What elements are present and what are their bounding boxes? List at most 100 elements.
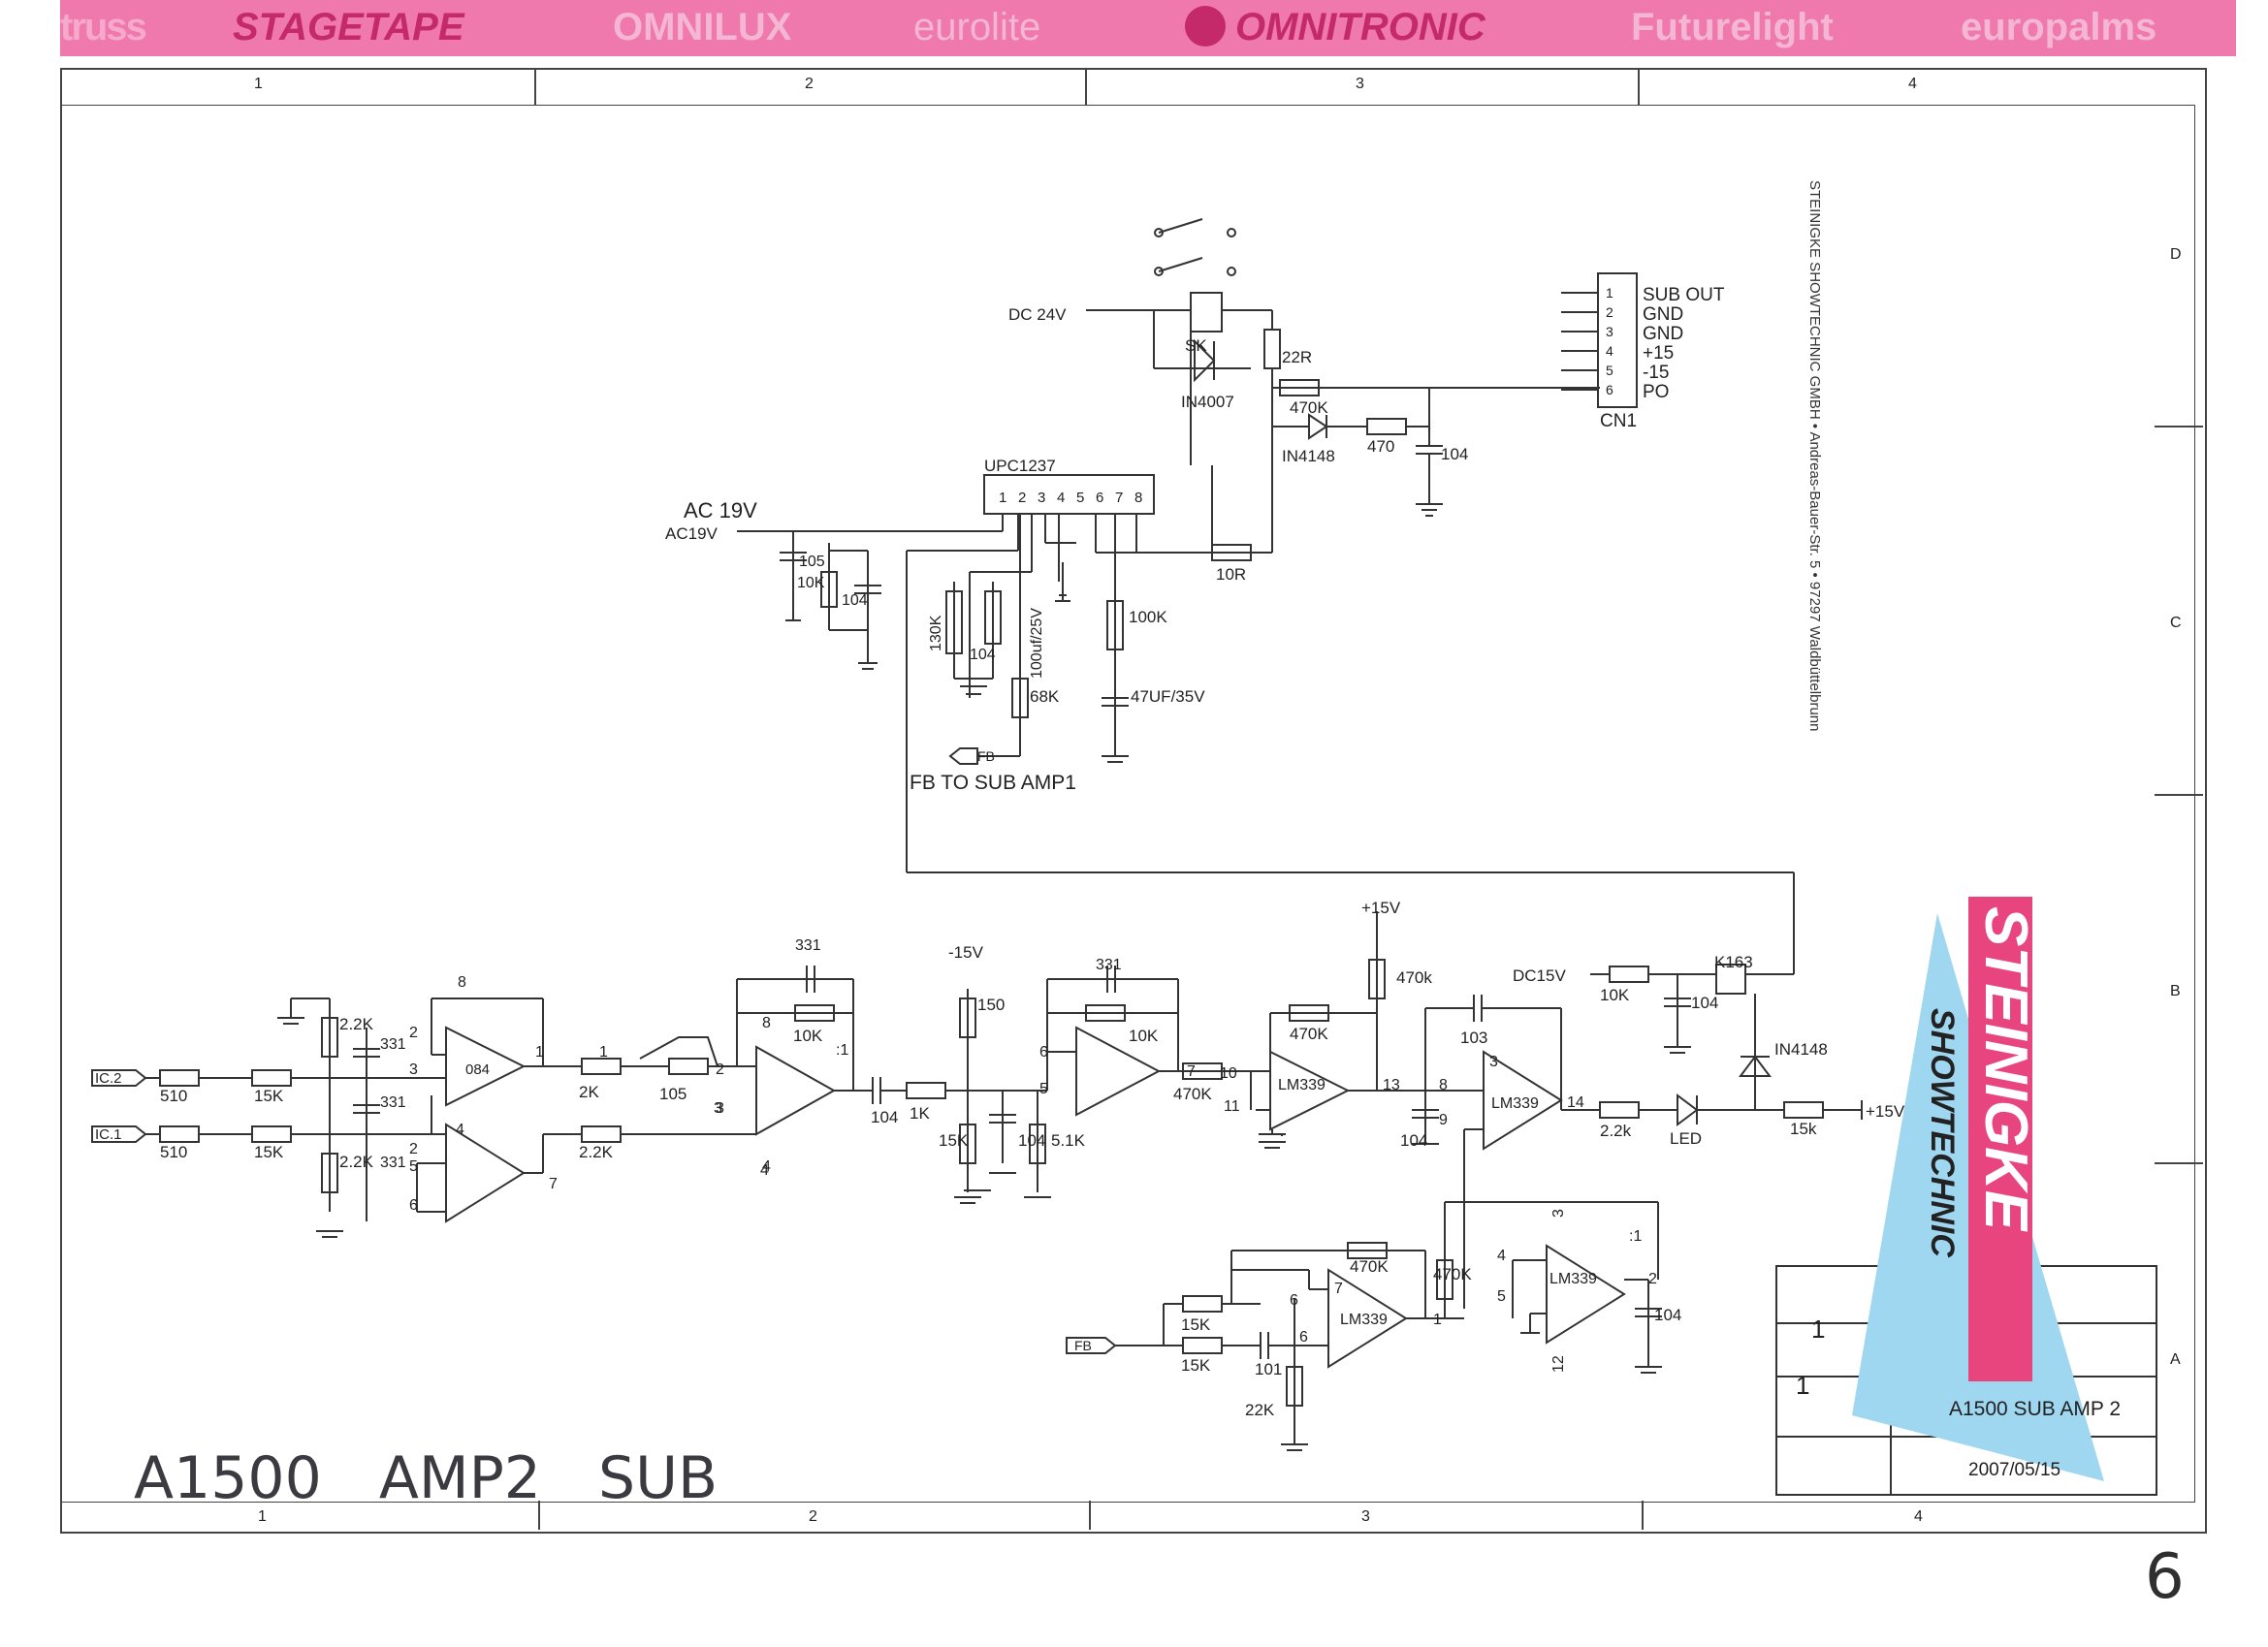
pin-number-16: 6 [409, 1197, 418, 1214]
diode-in4148-sig-label: IN4148 [1774, 1040, 1828, 1059]
r-10r-label: 10R [1216, 565, 1246, 584]
pin-number-10: 5 [1039, 1081, 1048, 1097]
r-2k-label: 2K [579, 1083, 599, 1101]
r-15kb-label: 15K [254, 1143, 284, 1161]
pin-number-1: 2 [409, 1025, 418, 1041]
date-label: 2007/05/15 [1968, 1460, 2060, 1480]
pin-number-24: 9 [1439, 1112, 1448, 1128]
diode-in4007-label: IN4007 [1181, 393, 1234, 411]
rev-2: 1 [1796, 1371, 1809, 1400]
r-10k-supply-label: 10K [797, 575, 825, 591]
pin-number-26: 14 [1567, 1094, 1584, 1111]
cn1-label-6: PO [1643, 382, 1669, 402]
brand-omnilux: OMNILUX [613, 6, 792, 48]
logo-text-steinigke: STEINIGKE [1972, 906, 2039, 1232]
brand-omnitronic: OMNITRONIC [1235, 6, 1485, 48]
zone-bottom-1: 1 [258, 1508, 267, 1525]
diode-in4148-label: IN4148 [1282, 447, 1335, 465]
cn1-label-3: GND [1643, 324, 1683, 344]
lm339-label-3: LM339 [1340, 1312, 1388, 1328]
lm339-label-4: LM339 [1549, 1271, 1597, 1287]
c-104c-sig-label: 104 [1400, 1131, 1427, 1150]
pin-number-8: 8 [762, 1015, 771, 1031]
cn1-label-2: GND [1643, 304, 1683, 325]
zone-bottom-4: 4 [1914, 1508, 1923, 1525]
r-1k-label: 1K [910, 1104, 930, 1123]
r-100k-label: 100K [1129, 608, 1167, 626]
opamp-084-label: 084 [465, 1061, 490, 1078]
ic-upc1237-label: UPC1237 [984, 457, 1056, 475]
ac-19v-label: AC 19V [684, 498, 757, 523]
zone-side-b: B [2170, 983, 2181, 999]
pin-number-22: 13 [1383, 1077, 1400, 1093]
dc-24v-label: DC 24V [1008, 305, 1067, 324]
lm339-label-1: LM339 [1278, 1077, 1326, 1093]
title-label: A1500 SUB AMP 2 [1949, 1398, 2121, 1420]
r-10k-sig-label: 10K [793, 1027, 823, 1045]
pot-105-label: 105 [659, 1085, 687, 1103]
pin-number-35: 1 [1433, 1312, 1442, 1328]
vplus-15v-label: +15V [1866, 1102, 1905, 1121]
cn1-pin-1: 1 [1606, 285, 1613, 301]
r-470ks-label: 470k [1396, 968, 1432, 987]
zone-side-d: D [2170, 246, 2182, 263]
pin-number-7: 3 [716, 1100, 724, 1117]
pin-number-36: 6 [1299, 1329, 1308, 1346]
dc15v-label: DC15V [1513, 966, 1566, 985]
schematic-labels: SUB OUT GND GND +15 -15 PO 1 2 3 4 5 6 C… [95, 285, 2121, 1480]
input-ic2-label: IC.2 [95, 1070, 122, 1087]
brand-stagetape: STAGETAPE [233, 6, 464, 48]
pin-number-9: :1 [836, 1042, 848, 1059]
pin-number-15: 5 [409, 1158, 418, 1175]
r-2-2kd-label: 2.2k [1600, 1122, 1632, 1140]
brand-eurolite: eurolite [913, 6, 1041, 48]
ic-pin-1: 1 [999, 490, 1006, 506]
c-103-label: 103 [1460, 1029, 1487, 1047]
c-331d-label: 331 [795, 937, 821, 954]
pin-number-13: 2 [409, 1141, 418, 1157]
cn1-pin-6: 6 [1606, 382, 1613, 397]
r-15ka-label: 15K [254, 1087, 284, 1105]
c-104-label: 104 [1441, 445, 1468, 463]
cn1-name: CN1 [1600, 411, 1637, 431]
pin-number-3: 1 [535, 1044, 544, 1061]
pin-number-18: 3 [714, 1100, 722, 1117]
r-470kd-label: 470K [1433, 1265, 1472, 1283]
r-2-2kb-label: 2.2K [339, 1153, 374, 1171]
cn1-pin-2: 2 [1606, 304, 1613, 320]
ic-pin-7: 7 [1115, 490, 1123, 506]
r-470kc-label: 470K [1350, 1257, 1389, 1276]
fb-note-label: FB TO SUB AMP1 [910, 772, 1076, 794]
pin-number-34: 7 [1334, 1281, 1343, 1297]
pin-number-19: 4 [760, 1162, 769, 1179]
logo-text-showtechnic: SHOWTECHNIC [1924, 1008, 1961, 1257]
led-label: LED [1670, 1129, 1702, 1148]
c-47uf-label: 47UF/35V [1131, 687, 1205, 706]
steinigke-logo-text: STEINIGKE SHOWTECHNIC [1924, 906, 2039, 1257]
cn1-label-4: +15 [1643, 343, 1674, 364]
p15v-label: +15V [1361, 899, 1401, 917]
ic-pin-2: 2 [1018, 490, 1026, 506]
c-105-label: 105 [799, 554, 825, 570]
ic-pin-4: 4 [1057, 490, 1065, 506]
r-10kc-label: 10K [1600, 986, 1630, 1004]
pin-number-12: 7 [1187, 1063, 1196, 1080]
pin-number-29: 2 [1648, 1271, 1657, 1287]
fb-tag-sig-label: FB [1074, 1338, 1092, 1353]
c-104b-sig-label: 104 [1018, 1131, 1045, 1150]
r-470k-label: 470K [1290, 398, 1328, 417]
c-331a-label: 331 [380, 1036, 406, 1053]
company-address: STEINIGKE SHOWTECHNIC GMBH • Andreas-Bau… [1806, 180, 1823, 732]
r-470-label: 470 [1367, 437, 1394, 456]
r-130k-label: 130K [928, 615, 944, 651]
r-510a-label: 510 [160, 1087, 187, 1105]
ac19v-input-label: AC19V [665, 524, 719, 543]
ic-pin-6: 6 [1096, 490, 1103, 506]
zone-side-a: A [2170, 1351, 2181, 1368]
r-5-1k-label: 5.1K [1051, 1131, 1086, 1150]
signal-wires [91, 911, 1863, 1451]
pin-number-17: 7 [549, 1176, 558, 1192]
brand-banner: truss STAGETAPE OMNILUX eurolite OMNITRO… [60, 0, 2236, 56]
zone-top-1: 1 [254, 76, 263, 92]
